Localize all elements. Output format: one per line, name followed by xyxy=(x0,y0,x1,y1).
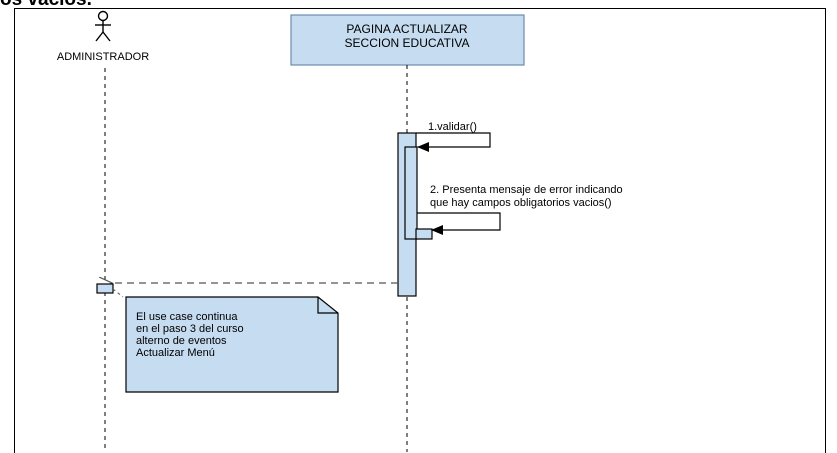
object-label-line-2: SECCION EDUCATIVA xyxy=(345,36,470,50)
message-presenta-error: 2. Presenta mensaje de error indicando q… xyxy=(417,184,623,235)
object-pagina-actualizar: PAGINA ACTUALIZAR SECCION EDUCATIVA xyxy=(290,14,525,66)
activation-bar-validar xyxy=(404,146,418,240)
note-connector xyxy=(112,288,124,298)
diagram-frame xyxy=(14,8,826,453)
note-use-case-continua: El use case continua en el paso 3 del cu… xyxy=(125,296,339,393)
message-validar: 1.validar() xyxy=(416,121,491,152)
message-validar-label: 1.validar() xyxy=(428,121,477,133)
activation-bar-error xyxy=(415,228,433,240)
activation-bar-administrador xyxy=(96,283,114,294)
section-heading: os vacíos. xyxy=(0,0,92,11)
stick-figure-icon xyxy=(95,10,111,42)
object-label-line-1: PAGINA ACTUALIZAR xyxy=(346,22,467,36)
note-line-1: El use case continua xyxy=(136,311,238,323)
message-error-label-line-2: que hay campos obligatorios vacios() xyxy=(430,197,612,209)
message-error-label-line-1: 2. Presenta mensaje de error indicando xyxy=(430,184,623,196)
actor-administrador-label: ADMINISTRADOR xyxy=(57,51,149,63)
actor-administrador: ADMINISTRADOR xyxy=(57,10,149,63)
note-line-3: alterno de eventos xyxy=(136,335,227,347)
note-line-4: Actualizar Menú xyxy=(136,347,215,359)
note-line-2: en el paso 3 del curso xyxy=(136,323,244,335)
